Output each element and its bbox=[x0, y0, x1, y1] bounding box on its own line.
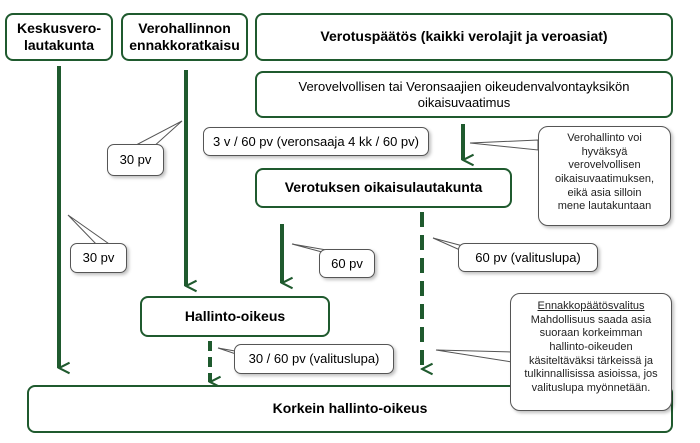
note-verohallinto-voi: Verohallinto voi hyväksyä verovelvollise… bbox=[538, 126, 671, 226]
callout-pointer bbox=[469, 139, 539, 151]
callout-30pv-upper: 30 pv bbox=[107, 144, 164, 176]
note-ennakkopaatosvalitus-body: Mahdollisuus saada asia suoraan korkeimm… bbox=[524, 313, 658, 394]
callout-30pv-lower: 30 pv bbox=[70, 243, 127, 273]
hallinto-oikeus-box: Hallinto-oikeus bbox=[140, 296, 330, 337]
callout-60pv: 60 pv bbox=[319, 249, 375, 278]
oikaisulautakunta-box: Verotuksen oikaisulautakunta bbox=[255, 168, 512, 208]
callout-3v-60pv: 3 v / 60 pv (veronsaaja 4 kk / 60 pv) bbox=[203, 127, 429, 156]
verotuspaatos-box: Verotuspäätös (kaikki verolajit ja veroa… bbox=[255, 13, 673, 61]
callout-pointer bbox=[67, 214, 114, 247]
callout-30-60pv-valituslupa: 30 / 60 pv (valituslupa) bbox=[234, 344, 394, 374]
oikaisuvaatimus-box: Verovelvollisen tai Veronsaajien oikeude… bbox=[255, 71, 673, 118]
verohallinnon-ennakkoratkaisu-box: Verohallinnon ennakkoratkaisu bbox=[121, 13, 248, 61]
note-ennakkopaatosvalitus-title: Ennakkopäätösvalitus bbox=[537, 300, 645, 312]
note-ennakkopaatosvalitus: Ennakkopäätösvalitus Mahdollisuus saada … bbox=[510, 293, 672, 411]
keskusverolautakunta-box: Keskusvero- lautakunta bbox=[5, 13, 113, 61]
callout-60pv-valituslupa: 60 pv (valituslupa) bbox=[458, 243, 598, 272]
callout-pointer bbox=[435, 349, 513, 363]
